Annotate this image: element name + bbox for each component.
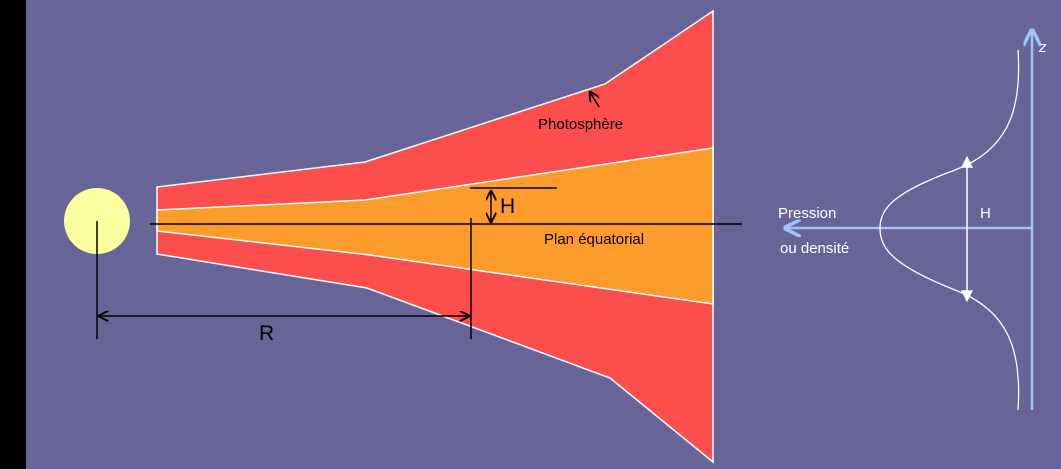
equatorial-plane-label: Plan équatorial [544, 231, 644, 248]
radius-label: R [259, 322, 274, 345]
profile-height-label: H [980, 205, 991, 222]
photosphere-pointer [590, 92, 600, 108]
density-profile-curve [879, 49, 1020, 411]
height-label: H [500, 195, 515, 218]
pressure-label: Pression [778, 205, 836, 222]
z-axis-label: z [1038, 39, 1047, 56]
or-density-label: ou densité [780, 240, 849, 257]
disk-inner-region [156, 147, 714, 305]
photosphere-label: Photosphère [538, 116, 623, 133]
